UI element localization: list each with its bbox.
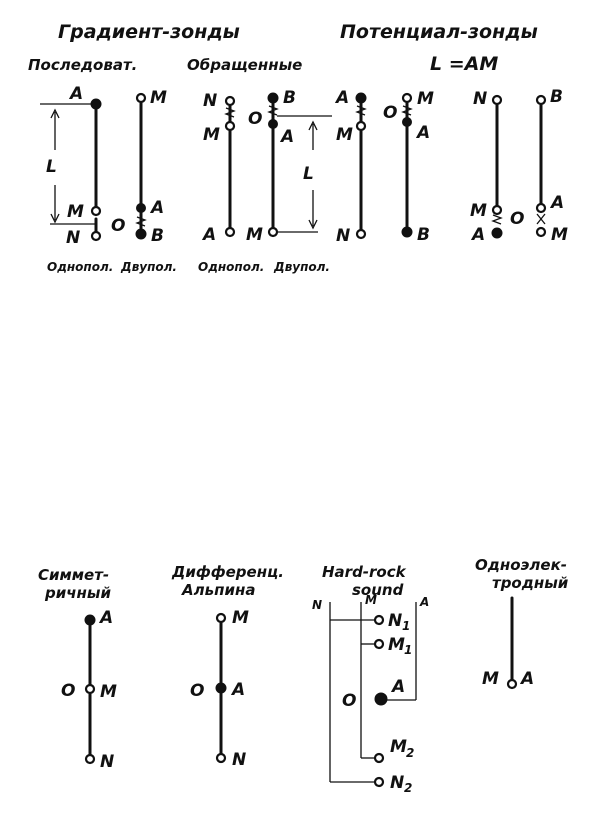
caption-unipolar-2: Однопол. [198, 260, 264, 274]
probe-single-electrode: M A [482, 596, 534, 690]
heading-hardrock-line1: Hard-rock [322, 563, 407, 581]
label-hM: M [365, 593, 377, 607]
label-O: O [342, 691, 356, 711]
label-M1-sub: 1 [404, 643, 412, 657]
heading-reversed: Обращенные [187, 56, 302, 74]
label-B: B [417, 225, 430, 245]
label-B: B [550, 87, 563, 107]
label-M: M [203, 125, 220, 145]
probe-reversed-unipolar: N M A [201, 91, 236, 245]
heading-potential: Потенциал-зонды [340, 21, 538, 43]
probe-differential-alpin: M O A N [190, 608, 249, 770]
label-B: B [283, 88, 296, 108]
label-B: B [151, 226, 164, 246]
probe-potential-bipolar-2: B O A M [510, 87, 568, 245]
label-M: M [482, 669, 499, 689]
label-M: M [551, 225, 568, 245]
label-M: M [336, 125, 353, 145]
label-M2-sub: 2 [406, 746, 414, 760]
label-M2: M [390, 737, 407, 757]
label-N1-sub: 1 [402, 619, 410, 633]
heading-hardrock-line2: sound [352, 581, 404, 599]
label-M: M [232, 608, 249, 628]
probe-potential-unipolar-2: N M A [470, 89, 503, 245]
heading-alpin-line2: Альпина [181, 581, 255, 599]
label-M: M [417, 89, 434, 109]
heading-symmetric-line2: ричный [44, 584, 111, 602]
label-A: A [68, 84, 83, 104]
label-A: A [415, 123, 430, 143]
label-N1: N [388, 611, 402, 631]
heading-potential-formula: L =AM [430, 53, 498, 75]
heading-gradient: Градиент-зонды [58, 21, 240, 43]
label-A: A [334, 88, 349, 108]
label-A: A [470, 225, 485, 245]
label-M: M [100, 682, 117, 702]
probe-reversed-bipolar: B O A L M [246, 88, 332, 245]
label-A: A [279, 127, 294, 147]
label-N2: N [390, 773, 404, 793]
probe-sequential-bipolar: M O A B [111, 88, 167, 246]
label-N: N [100, 752, 114, 772]
probe-symmetric: A O M N [61, 608, 117, 772]
heading-single-line2: тродный [492, 574, 569, 592]
label-M: M [67, 202, 84, 222]
label-N: N [66, 228, 80, 248]
label-O: O [61, 681, 75, 701]
label-O: O [510, 209, 524, 229]
heading-sequential: Последоват. [28, 56, 137, 74]
label-N: N [336, 226, 350, 246]
label-A: A [390, 677, 405, 697]
label-N: N [203, 91, 217, 111]
caption-unipolar-1: Однопол. [47, 260, 113, 274]
label-O: O [111, 216, 125, 236]
label-A: A [230, 680, 245, 700]
probe-potential-unipolar-1: A M N [334, 88, 367, 246]
label-N: N [232, 750, 246, 770]
label-O: O [248, 109, 262, 129]
caption-bipolar-1: Двупол. [120, 260, 177, 274]
label-L: L [46, 157, 57, 177]
heading-single-line1: Одноэлек- [475, 556, 567, 574]
probe-hard-rock-sound: N M A N 1 M 1 O A M 2 N 2 [312, 593, 429, 795]
label-N: N [473, 89, 487, 109]
label-M1: M [388, 635, 405, 655]
label-M: M [150, 88, 167, 108]
label-L: L [303, 164, 314, 184]
label-hN: N [312, 598, 322, 612]
label-A: A [549, 193, 564, 213]
label-O: O [383, 103, 397, 123]
label-M: M [246, 225, 263, 245]
label-N2-sub: 2 [404, 781, 412, 795]
probe-sequential-unipolar: A L M N [40, 84, 102, 248]
label-A: A [201, 225, 216, 245]
label-A: A [149, 198, 164, 218]
label-hA: A [419, 595, 429, 609]
label-A: A [98, 608, 113, 628]
label-O: O [190, 681, 204, 701]
probe-potential-bipolar-1: O M A B [383, 89, 434, 245]
heading-alpin-line1: Дифференц. [171, 563, 284, 581]
label-A: A [519, 669, 534, 689]
caption-bipolar-2: Двупол. [273, 260, 330, 274]
heading-symmetric-line1: Симмет- [38, 566, 109, 584]
label-M: M [470, 201, 487, 221]
